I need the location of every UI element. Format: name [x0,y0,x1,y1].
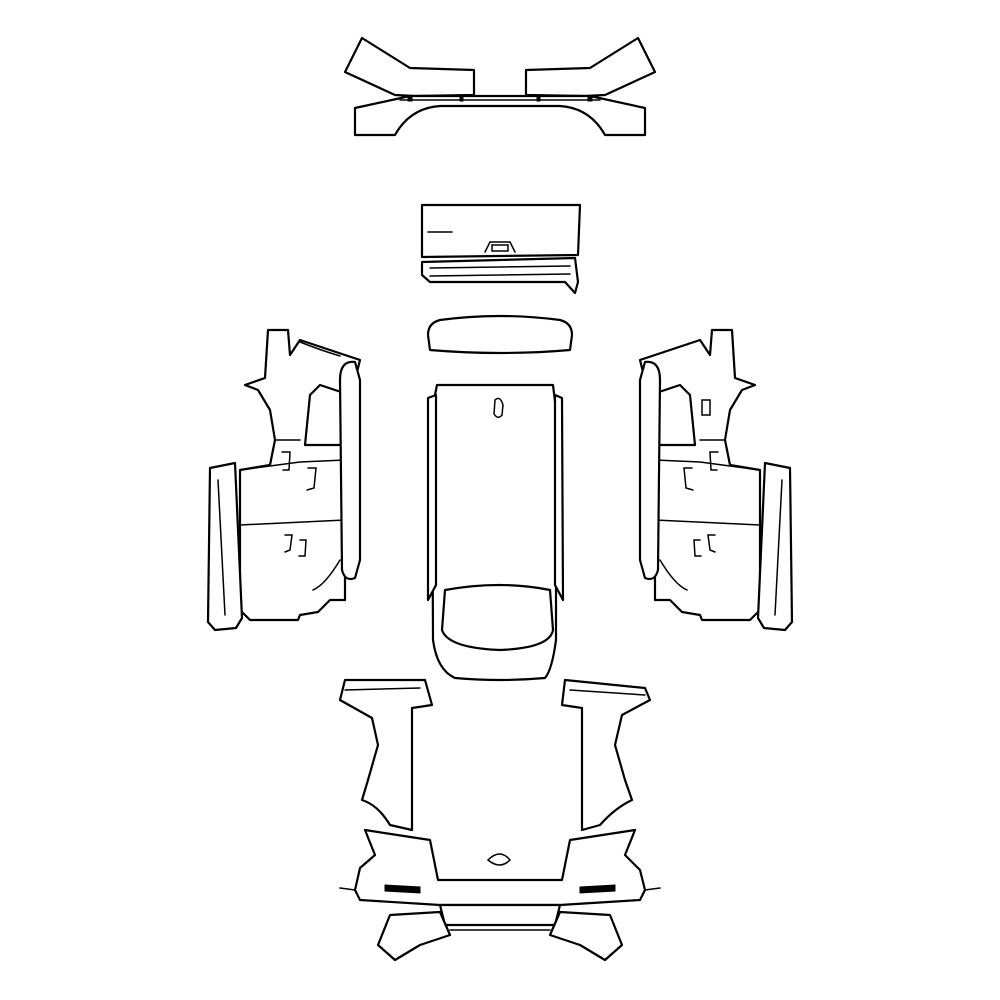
trunk-lid [420,203,582,295]
left-front-fender [338,678,434,832]
right-front-fender [560,678,652,832]
front-bumper [339,828,661,962]
rear-bumper [343,36,657,137]
roof-and-hood [426,383,565,682]
right-side-panels [638,328,794,632]
left-side-panels [206,328,362,632]
rear-spoiler [426,314,574,355]
